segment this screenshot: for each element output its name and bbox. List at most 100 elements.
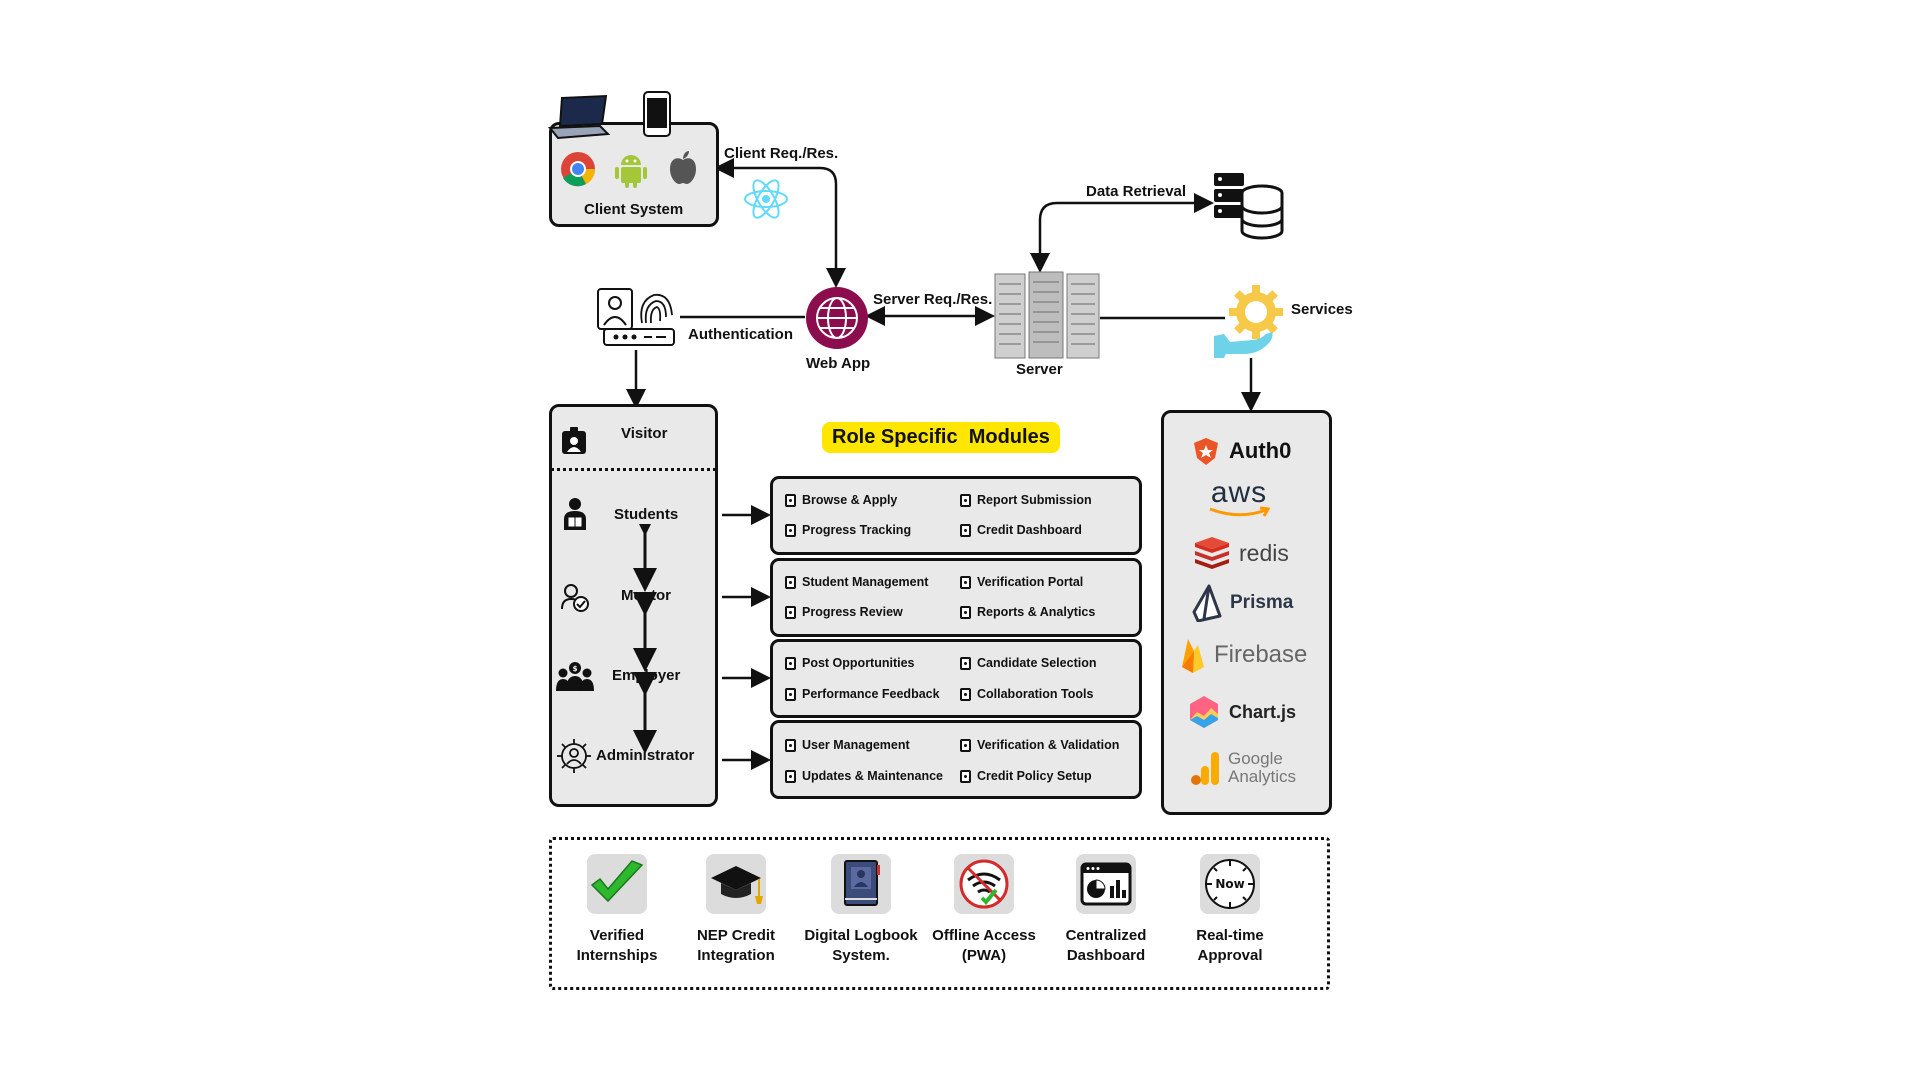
web-app-globe-icon	[806, 287, 868, 349]
dashboard-icon	[1080, 862, 1132, 906]
chartjs-logo: Chart.js	[1187, 694, 1296, 730]
auth0-icon	[1194, 438, 1218, 465]
prisma-icon	[1192, 584, 1222, 622]
modules-title: Role Specific Modules	[822, 422, 1060, 453]
checkmark-icon	[590, 860, 644, 903]
module-doc-icon	[785, 738, 796, 752]
android-icon	[615, 155, 647, 188]
module-doc-icon	[785, 605, 796, 619]
services-gear-hand-icon	[1214, 285, 1283, 358]
feature-offline-access: Offline Access (PWA)	[919, 854, 1049, 966]
role-students-label: Students	[614, 506, 679, 523]
server-label: Server	[1016, 361, 1063, 378]
services-list-panel	[1161, 410, 1332, 815]
module-item: Progress Review	[785, 605, 903, 619]
feature-tile	[831, 854, 891, 914]
database-server-icon	[1214, 173, 1284, 240]
students-modules-box: Browse & Apply Progress Tracking Report …	[770, 476, 1142, 555]
administrator-modules-box: User Management Updates & Maintenance Ve…	[770, 720, 1142, 799]
react-icon	[744, 179, 788, 219]
authentication-label: Authentication	[688, 326, 793, 343]
chartjs-icon	[1190, 696, 1218, 728]
client-req-label: Client Req./Res.	[724, 145, 839, 162]
authentication-icon	[597, 288, 675, 346]
feature-digital-logbook: Digital Logbook System.	[796, 854, 926, 966]
logbook-icon	[844, 860, 880, 906]
visitor-badge-icon	[562, 427, 586, 454]
feature-tile	[1076, 854, 1136, 914]
employer-modules-box: Post Opportunities Performance Feedback …	[770, 639, 1142, 718]
module-doc-icon	[960, 687, 971, 701]
module-doc-icon	[785, 523, 796, 537]
module-doc-icon	[960, 605, 971, 619]
visitor-divider	[551, 468, 716, 471]
administrator-gear-user-icon	[557, 739, 591, 773]
module-doc-icon	[960, 493, 971, 507]
google-analytics-icon	[1191, 752, 1219, 785]
module-item: Verification & Validation	[960, 738, 1119, 752]
module-doc-icon	[960, 523, 971, 537]
firebase-icon	[1182, 639, 1204, 673]
module-item: Credit Policy Setup	[960, 769, 1092, 783]
role-administrator-label: Administrator	[596, 747, 695, 764]
module-item: Reports & Analytics	[960, 605, 1095, 619]
student-reading-icon	[564, 498, 586, 530]
data-retrieval-label: Data Retrieval	[1086, 183, 1187, 200]
svg-text:Now: Now	[1215, 877, 1244, 891]
smartphone-icon	[643, 91, 671, 137]
module-item: Student Management	[785, 575, 928, 589]
module-doc-icon	[960, 769, 971, 783]
feature-centralized-dashboard: Centralized Dashboard	[1041, 854, 1171, 966]
mentor-modules-box: Student Management Progress Review Verif…	[770, 558, 1142, 637]
server-req-label: Server Req./Res.	[873, 291, 993, 308]
feature-nep-credit-integration: NEP Credit Integration	[671, 854, 801, 966]
module-item: Updates & Maintenance	[785, 769, 943, 783]
module-doc-icon	[785, 575, 796, 589]
module-doc-icon	[785, 493, 796, 507]
client-webapp-connector	[714, 158, 846, 288]
aws-smile-icon	[1209, 506, 1271, 517]
module-doc-icon	[960, 575, 971, 589]
web-app-label: Web App	[806, 355, 871, 372]
firebase-logo: Firebase	[1180, 637, 1307, 673]
mentor-user-check-icon	[561, 584, 589, 612]
employer-group-icon: $	[556, 662, 594, 691]
feature-real-time-approval: Now Real-time Approval	[1165, 854, 1295, 966]
redis-logo: redis	[1193, 537, 1289, 569]
feature-tile	[587, 854, 647, 914]
module-doc-icon	[960, 738, 971, 752]
offline-wifi-icon	[959, 859, 1009, 909]
module-item: Performance Feedback	[785, 687, 940, 701]
laptop-icon	[548, 94, 610, 140]
redis-icon	[1195, 537, 1229, 569]
services-label: Services	[1291, 301, 1353, 318]
chrome-icon	[561, 152, 595, 187]
module-doc-icon	[785, 687, 796, 701]
prisma-logo: Prisma	[1192, 584, 1293, 622]
feature-tile: Now	[1200, 854, 1260, 914]
module-item: Report Submission	[960, 493, 1092, 507]
svg-text:$: $	[573, 665, 578, 673]
module-doc-icon	[785, 769, 796, 783]
module-item: Verification Portal	[960, 575, 1083, 589]
auth0-logo: Auth0	[1191, 436, 1291, 466]
role-hierarchy-arrows	[633, 524, 657, 754]
feature-verified-internships: Verified Internships	[552, 854, 682, 966]
data-retrieval-connector	[1030, 193, 1214, 273]
clock-icon: Now	[1205, 859, 1255, 909]
client-system-label: Client System	[584, 201, 684, 218]
features-box	[549, 837, 1330, 990]
feature-tile	[954, 854, 1014, 914]
module-item: Progress Tracking	[785, 523, 911, 537]
feature-tile	[706, 854, 766, 914]
module-item: Browse & Apply	[785, 493, 897, 507]
google-analytics-logo: Google Analytics	[1190, 750, 1296, 786]
module-item: Collaboration Tools	[960, 687, 1093, 701]
visitor-label: Visitor	[621, 425, 668, 442]
module-item: Post Opportunities	[785, 656, 915, 670]
server-rack-icon	[994, 271, 1100, 359]
module-doc-icon	[960, 656, 971, 670]
apple-icon	[670, 151, 696, 184]
aws-logo: aws	[1204, 476, 1274, 518]
